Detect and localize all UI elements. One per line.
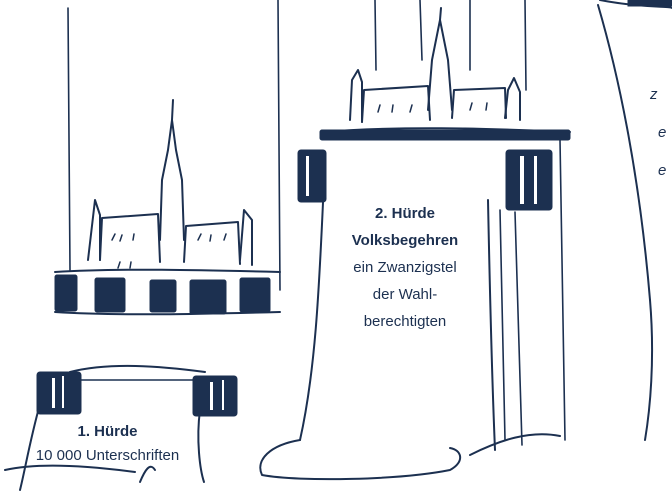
hurdle-3-line1: z <box>650 76 670 114</box>
hurdle-1-text: 10 000 Unterschriften <box>0 444 215 468</box>
hurdle-2-label: 2. Hürde Volksbegehren ein Zwanzigstel d… <box>320 200 490 335</box>
hurdle-2-title-line2: Volksbegehren <box>320 227 490 254</box>
castle-1-drawing <box>55 0 280 314</box>
hurdle-1-label: 1. Hürde 10 000 Unterschriften <box>0 420 215 468</box>
hurdle-3-line2: e <box>650 114 670 152</box>
hurdle-2-text-line1: ein Zwanzigstel <box>320 254 490 281</box>
hurdle-2-title-line1: 2. Hürde <box>320 200 490 227</box>
hurdle-1-title: 1. Hürde <box>0 420 215 444</box>
hurdle-3-line3: e <box>650 152 670 190</box>
hurdle-2-text-line2: der Wahl- <box>320 281 490 308</box>
hurdle-2-text-line3: berechtigten <box>320 308 490 335</box>
scroll-3 <box>560 0 672 440</box>
hurdle-3-partial-label: z e e <box>650 76 670 190</box>
